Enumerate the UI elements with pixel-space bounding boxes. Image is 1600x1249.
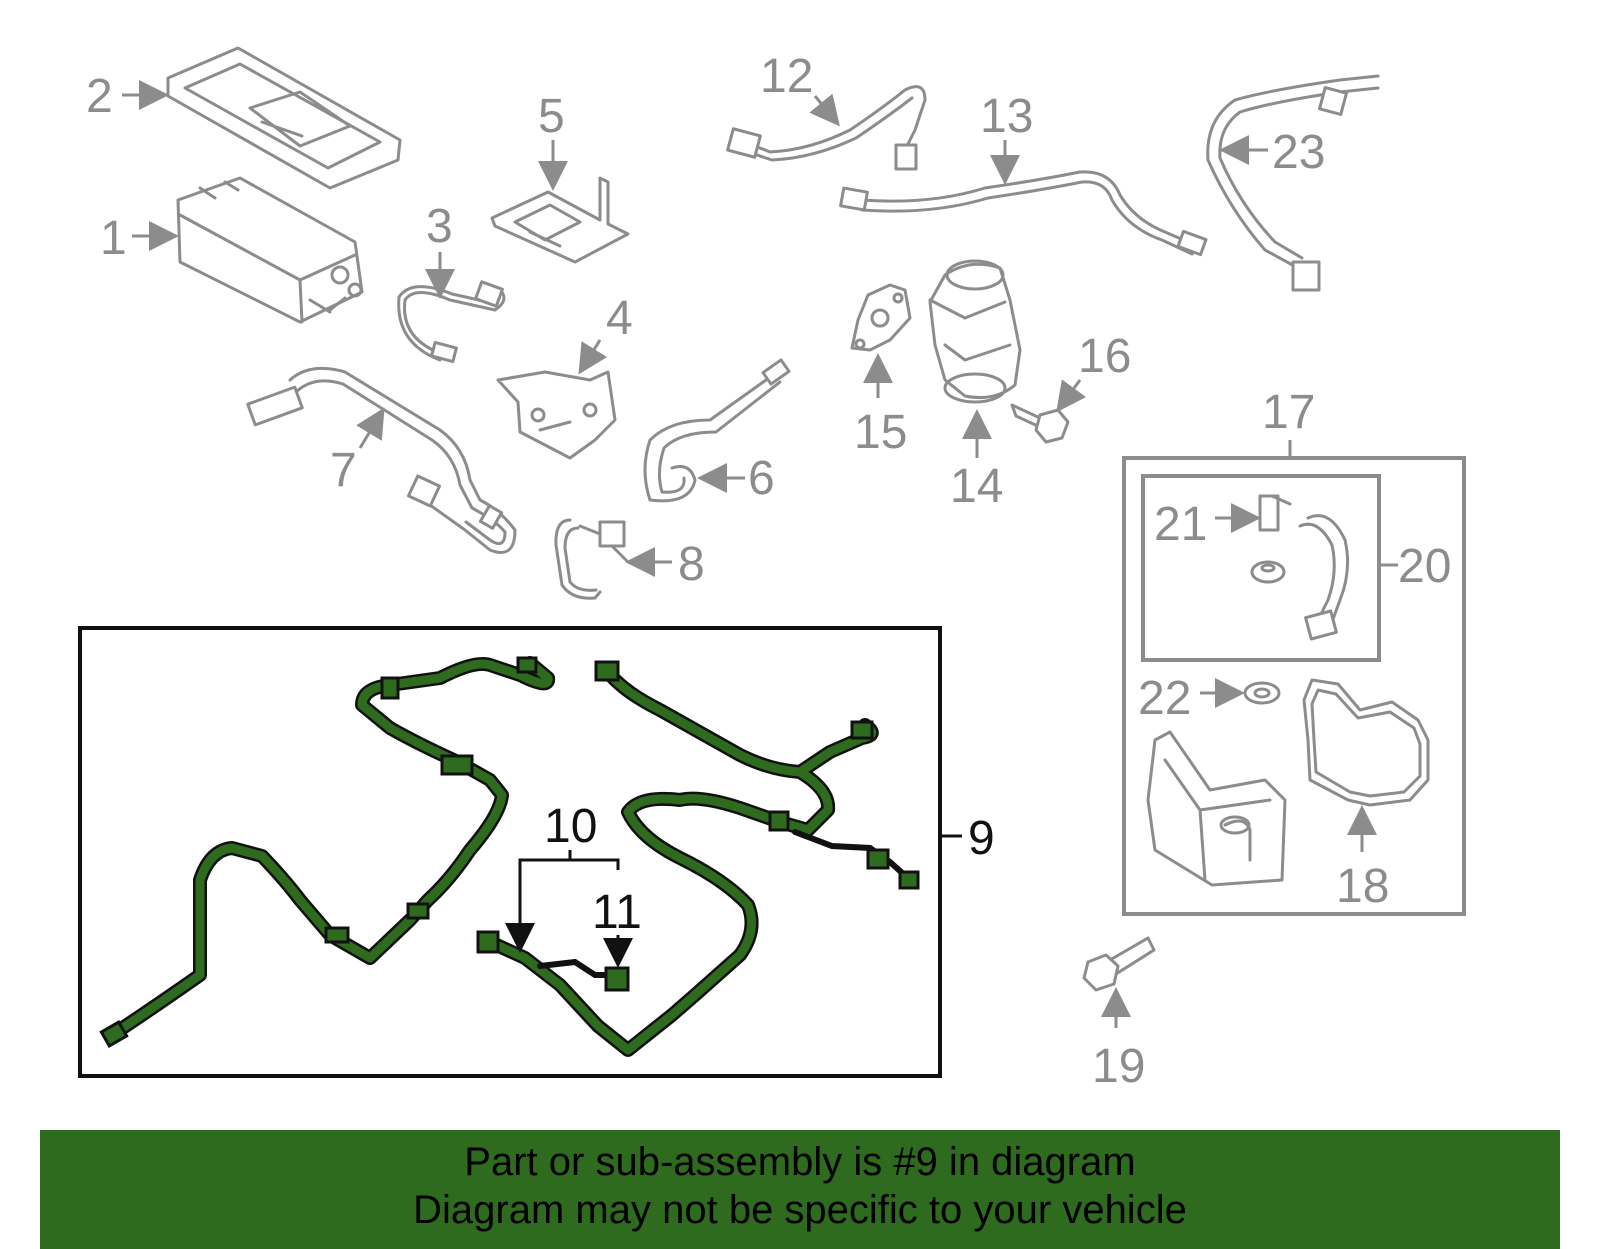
part-12-wire	[726, 85, 927, 171]
part-1-canister	[132, 176, 364, 324]
part-15-gasket	[850, 283, 912, 398]
callout-8: 8	[678, 538, 705, 591]
part-13-wire	[839, 140, 1208, 257]
part-3-hose	[397, 252, 506, 364]
part-23-pipe	[1206, 74, 1380, 292]
callout-18: 18	[1336, 860, 1389, 913]
callout-7: 7	[330, 444, 357, 497]
hose-left-long	[99, 656, 556, 1048]
hose-right-upper	[476, 660, 879, 1057]
part-18-gasket	[1302, 678, 1430, 852]
callout-1: 1	[100, 212, 127, 265]
info-banner: Part or sub-assembly is #9 in diagram Di…	[40, 1130, 1560, 1249]
part-6-hose	[643, 358, 791, 503]
part-19-bolt	[1082, 936, 1156, 1028]
callout-23: 23	[1272, 126, 1325, 179]
callout-4: 4	[606, 292, 633, 345]
part-9-assembly-box	[78, 626, 962, 1078]
part-14-valve	[928, 259, 1022, 458]
banner-line-2: Diagram may not be specific to your vehi…	[413, 1188, 1187, 1232]
callout-3: 3	[426, 200, 453, 253]
part-22-washer	[1200, 678, 1281, 708]
callout-16: 16	[1078, 330, 1131, 383]
callout-15: 15	[854, 406, 907, 459]
part-2-tray	[122, 46, 402, 190]
part-17-kit-box	[1122, 440, 1466, 916]
callout-19: 19	[1092, 1040, 1145, 1093]
callout-13: 13	[980, 90, 1033, 143]
callout-10: 10	[544, 800, 597, 853]
callout-22: 22	[1138, 672, 1191, 725]
part-7-pipe	[246, 366, 517, 554]
part-21-sensor	[1215, 494, 1292, 533]
part-5-bracket	[490, 140, 630, 264]
part-16-bolt	[1010, 379, 1087, 444]
callout-20: 20	[1398, 540, 1451, 593]
callout-14: 14	[950, 460, 1003, 513]
callout-9: 9	[968, 812, 995, 865]
callout-12: 12	[760, 50, 813, 103]
callout-2: 2	[86, 70, 113, 123]
part-4-bracket	[496, 339, 617, 460]
callout-17: 17	[1262, 386, 1315, 439]
callout-6: 6	[748, 452, 775, 505]
callout-21: 21	[1154, 498, 1207, 551]
part-8-sensor	[554, 518, 672, 600]
callout-11: 11	[592, 886, 642, 939]
banner-line-1: Part or sub-assembly is #9 in diagram	[464, 1140, 1136, 1184]
callout-5: 5	[538, 90, 565, 143]
